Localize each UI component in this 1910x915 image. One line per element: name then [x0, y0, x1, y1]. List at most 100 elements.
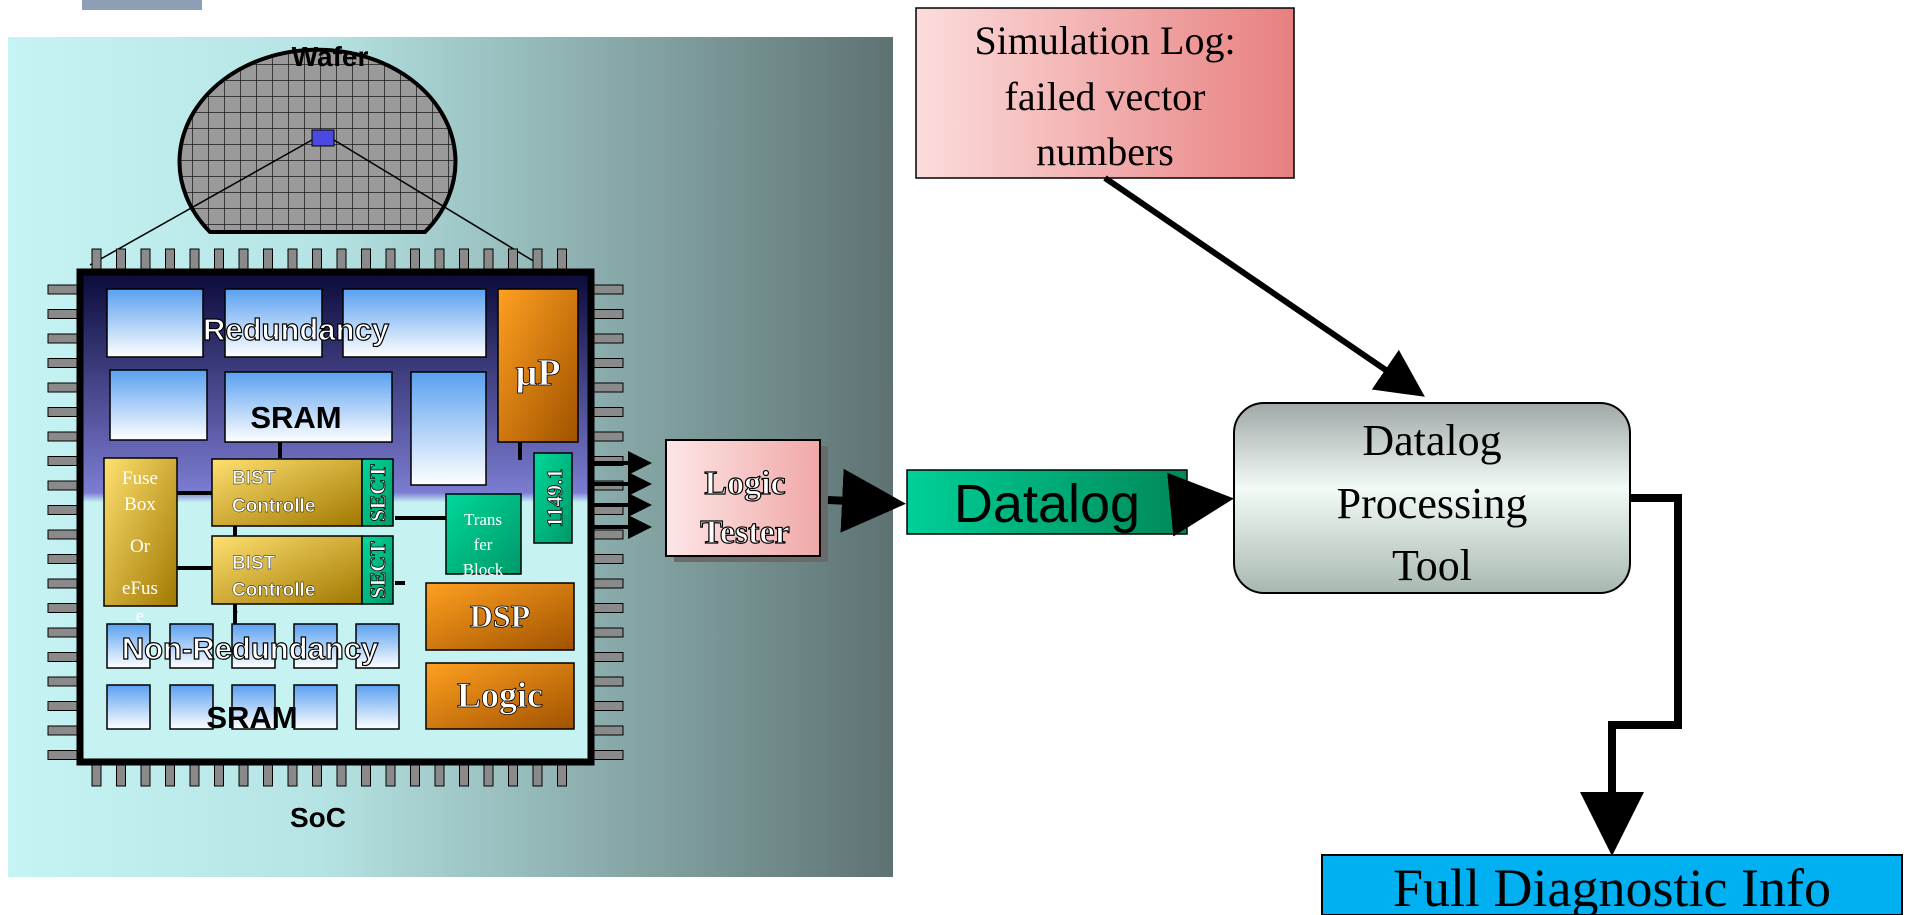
chip-pin-right — [590, 725, 624, 736]
arrow-processing-to-output — [1580, 494, 1682, 856]
chip-pin-bottom — [116, 761, 126, 787]
datalog-box — [906, 469, 1188, 535]
logic-tester-line-1: Logic — [704, 465, 785, 502]
chip-pin-left — [47, 725, 81, 736]
chip-internal-lines — [177, 442, 522, 625]
chip-pin-right — [590, 578, 624, 589]
logo-fragment — [82, 0, 202, 10]
chip-pin-bottom — [336, 761, 347, 787]
transfer-line-1: Trans — [464, 510, 502, 529]
chip-pin-left — [47, 505, 81, 515]
full-diagnostic-info-box — [1321, 854, 1903, 915]
simlog-line-1: Simulation Log: — [974, 18, 1235, 63]
soc-label: SoC — [290, 802, 346, 833]
chip-pin-right — [590, 701, 624, 711]
chip-pin-left — [47, 701, 81, 711]
simlog-line-3: numbers — [1036, 129, 1174, 174]
datalog-label: Datalog — [954, 474, 1140, 534]
microprocessor-label: µP — [515, 352, 560, 394]
chip-to-tester-arrows — [591, 451, 652, 539]
chip-pin-bottom — [434, 761, 445, 787]
sect2-label: SECT — [365, 541, 390, 599]
transfer-line-3: Block — [463, 560, 504, 579]
sram2-label: SRAM — [206, 700, 297, 735]
chip-pin-bottom — [189, 761, 200, 787]
redundancy-sram-blocks — [106, 288, 487, 486]
chip-pin-left — [47, 333, 81, 344]
bist2-line-3: r — [232, 605, 238, 624]
proc-line-3: Tool — [1392, 541, 1472, 590]
chip-pin-right — [590, 554, 624, 564]
fuse-line-3: Or — [130, 536, 151, 557]
chip-pin-bottom — [557, 761, 567, 787]
chip-pin-left — [47, 676, 81, 687]
arrow-datalog-to-processing — [1167, 472, 1234, 537]
bist2-line-1: BIST — [232, 553, 276, 574]
sram-label: SRAM — [250, 400, 341, 435]
chip-pin-left — [47, 578, 81, 589]
chip-pin-bottom — [287, 761, 298, 787]
wafer-selected-die — [311, 129, 335, 147]
jtag-label: 1149.1 — [542, 468, 567, 527]
fuse-line-1: Fuse — [122, 468, 158, 489]
simlog-line-2: failed vector — [1005, 74, 1206, 119]
chip-pin-left — [47, 529, 81, 540]
non-redundancy-label: Non-Redundancy — [122, 631, 379, 666]
chip-pin-bottom — [483, 761, 494, 787]
non-redundancy-sram-blocks — [106, 623, 400, 730]
sect-block-2 — [361, 535, 394, 605]
dsp-block — [425, 582, 575, 651]
chip-pin-right — [590, 333, 624, 344]
chip-pin-left — [47, 309, 81, 319]
chip-pin-left — [47, 284, 81, 295]
bist-controller-2 — [211, 535, 363, 605]
full-diagnostic-info-label: Full Diagnostic Info — [1393, 858, 1831, 915]
transfer-block — [445, 493, 522, 575]
logic-tester-line-2: Tester — [700, 514, 789, 551]
proc-line-2: Processing — [1337, 479, 1528, 528]
jtag-1149-block — [533, 452, 573, 544]
chip-pin-bottom — [532, 761, 543, 787]
chip-pin-right — [590, 382, 624, 393]
redundancy-label: Redundancy — [203, 312, 390, 347]
chip-pin-bottom — [214, 761, 224, 787]
wafer — [89, 47, 541, 266]
chip-pin-right — [590, 358, 624, 368]
chip-pin-right — [590, 676, 624, 687]
bist1-line-1: BIST — [232, 468, 276, 489]
chip-pin-right — [590, 603, 624, 613]
fuse-line-4: eFus — [122, 578, 158, 599]
arrow-simlog-to-processing — [1103, 175, 1425, 397]
wafer-label: Wafer — [292, 41, 369, 72]
dsp-label: DSP — [470, 598, 530, 634]
chip-pin-bottom — [410, 761, 420, 787]
chip-pin-bottom — [312, 761, 322, 787]
chip-pin-bottom — [385, 761, 396, 787]
chip-pin-left — [47, 652, 81, 662]
chip-pin-left — [47, 627, 81, 638]
chip-pin-bottom — [238, 761, 249, 787]
fuse-line-2: Box — [124, 494, 156, 515]
chip-pin-bottom — [508, 761, 518, 787]
chip-pin-right — [590, 529, 624, 540]
logic-tester-box — [665, 439, 821, 557]
chip-pin-left — [47, 382, 81, 393]
arrow-tester-to-datalog — [827, 468, 906, 533]
chip-pin-right — [590, 750, 624, 760]
chip-pins — [47, 248, 624, 787]
chip-pin-left — [47, 603, 81, 613]
simulation-log-box — [915, 7, 1295, 179]
bist1-line-2: Controlle — [232, 496, 315, 517]
chip-pin-right — [590, 284, 624, 295]
chip-pin-left — [47, 750, 81, 760]
chip-pin-bottom — [91, 761, 102, 787]
chip-pin-left — [47, 480, 81, 491]
chip-pin-left — [47, 554, 81, 564]
bist2-line-2: Controlle — [232, 580, 315, 601]
chip-pin-left — [47, 456, 81, 466]
chip-pin-right — [590, 652, 624, 662]
chip-pin-bottom — [361, 761, 371, 787]
chip-pin-bottom — [459, 761, 469, 787]
fuse-box — [103, 457, 178, 607]
